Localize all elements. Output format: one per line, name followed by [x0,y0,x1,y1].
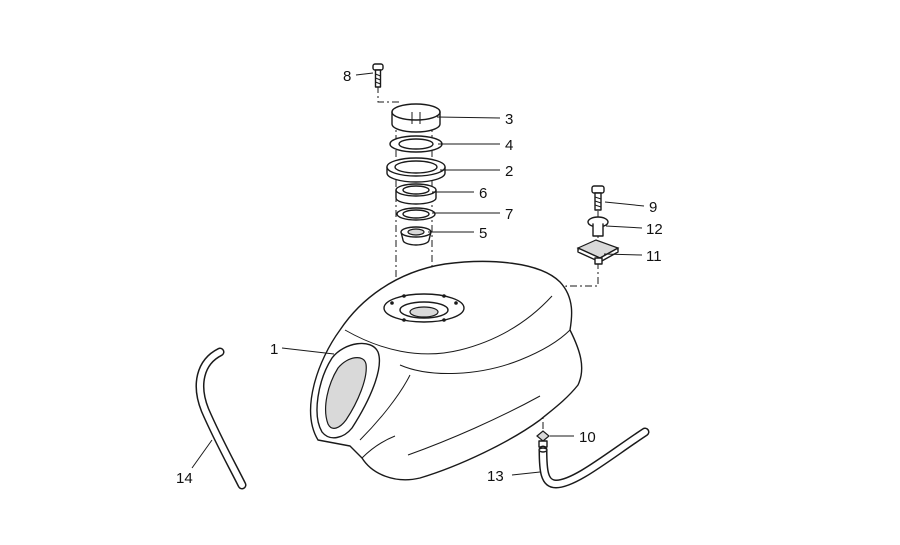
hose-14-fill [197,349,245,488]
cap-3-top [391,103,441,121]
part-8-screw [372,63,384,88]
callout-10: 10 [579,429,596,446]
callout-3: 3 [505,111,513,128]
bolt-9-head [591,185,605,194]
callout-4: 4 [505,137,513,154]
part-2-ring-flange [386,157,446,183]
callout-5: 5 [479,225,487,242]
part-5-valve-seat [400,226,432,246]
part-10-drain-fitting [536,430,550,448]
seat-5-bore [407,228,425,236]
callout-12: 12 [646,221,663,238]
bracket-11-nut [594,257,603,265]
callout-6: 6 [479,185,487,202]
callout-1: 1 [270,341,278,358]
leader-8 [355,72,374,76]
tank-1-recess-shadow [325,357,367,429]
leader-lines [191,72,645,476]
callout-14: 14 [176,470,193,487]
leader-3 [436,116,501,119]
axis-bracket-to-tank [565,262,599,305]
axis-screw-8 [377,86,400,103]
part-7-o-ring [396,207,436,221]
part-3-filler-cap [391,103,441,133]
drain-10-fitting [536,430,550,442]
callout-8: 8 [343,68,351,85]
callout-7: 7 [505,206,513,223]
part-1-fuel-tank [310,260,583,481]
ring-2-inner [394,160,438,174]
spacer-12-body [592,223,604,237]
part-11-bracket [576,239,620,265]
leader-12 [605,225,643,229]
leader-11 [603,253,643,256]
part-9-bolt [591,185,605,211]
callout-2: 2 [505,163,513,180]
part-13-hose [538,427,650,489]
leader-13 [511,471,541,476]
bush-6-inner [402,185,430,195]
screw-8-head [372,63,384,71]
callout-labels: 1 2 3 4 5 6 7 8 9 10 11 12 13 14 [176,68,663,487]
gasket-4-inner [398,138,434,150]
part-4-gasket [389,135,443,153]
leader-9 [604,201,645,207]
tank-1-filler-bore [409,306,439,318]
hose-13-fill [540,429,648,488]
leader-14 [191,439,213,469]
callout-13: 13 [487,468,504,485]
callout-11: 11 [646,248,662,265]
leader-1 [281,347,335,355]
callout-9: 9 [649,199,657,216]
tank-1-outline [310,260,583,481]
o-ring-7-inner [402,209,430,219]
part-6-bush [395,183,437,205]
part-14-breather-hose [195,347,247,490]
part-12-spacer [587,216,609,237]
